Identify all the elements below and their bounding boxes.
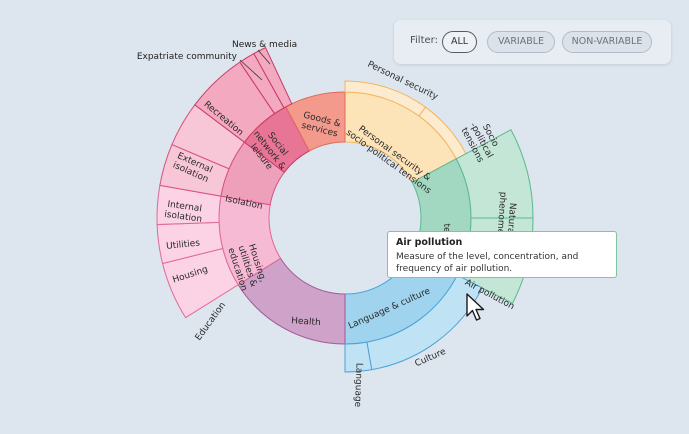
callout-label-news-media: News & media (232, 40, 297, 50)
inner-label-health: Health (291, 316, 321, 328)
filter-variable-button[interactable]: VARIABLE (487, 31, 555, 53)
outer-segment-news-media[interactable] (253, 46, 293, 109)
mouse-cursor-icon (466, 293, 485, 321)
outer-segment-language[interactable] (344, 341, 373, 373)
outer-label-utilities: Utilities (166, 238, 201, 252)
inner-segment-goods-services[interactable] (285, 91, 346, 152)
inner-label-environment: te (441, 223, 451, 233)
tooltip: Air pollution Measure of the level, conc… (387, 231, 617, 278)
filter-panel: Filter: ALL VARIABLE NON-VARIABLE (394, 20, 671, 64)
outer-label-language: Language (352, 363, 364, 408)
filter-non-variable-button[interactable]: NON-VARIABLE (562, 31, 652, 53)
tooltip-title: Air pollution (396, 237, 463, 248)
filter-label: Filter: (410, 35, 438, 46)
tooltip-description: Measure of the level, concentration, and… (396, 252, 579, 274)
leader-line-news (257, 49, 271, 65)
filter-all-button[interactable]: ALL (442, 31, 477, 53)
callout-label-expatriate: Expatriate community (137, 52, 238, 62)
leader-line-expatriate (239, 59, 263, 81)
